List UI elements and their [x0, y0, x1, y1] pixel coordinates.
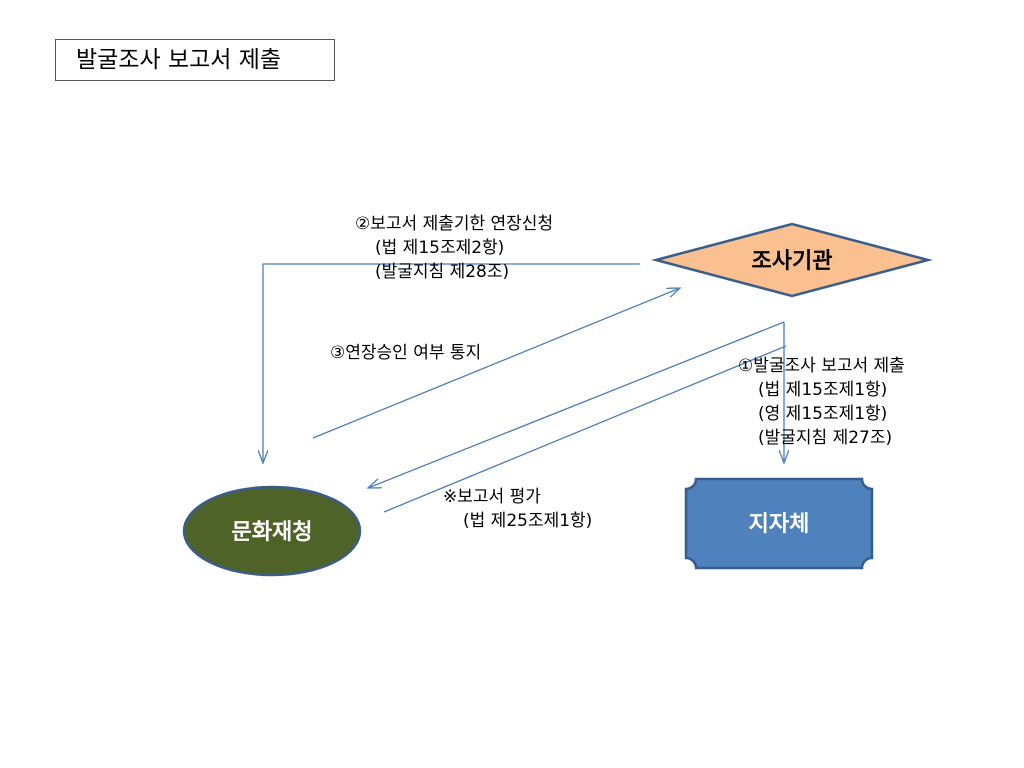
- arrow-evaluation: [383, 345, 787, 513]
- annotation-report-submission-title: ①발굴조사 보고서 제출: [738, 356, 905, 376]
- annotation-extension-request-title: ②보고서 제출기한 연장신청: [355, 214, 554, 234]
- arrow-approval-notice: [312, 288, 680, 439]
- annotation-evaluation-ref: (법 제25조제1항): [463, 511, 593, 531]
- node-cultural-heritage-admin: 문화재청: [182, 485, 362, 577]
- arrow-extension-request: [263, 263, 640, 463]
- node-local-government-label: 지자체: [749, 512, 810, 537]
- annotation-extension-request-ref: (법 제15조제2항): [375, 238, 505, 258]
- node-local-government: 지자체: [684, 477, 874, 570]
- annotation-report-submission-ref: (발굴지침 제27조): [758, 428, 893, 448]
- annotation-extension-request-ref: (발굴지침 제28조): [375, 262, 510, 282]
- node-cultural-heritage-admin-label: 문화재청: [232, 520, 313, 545]
- annotation-report-submission: ①발굴조사 보고서 제출 (법 제15조제1항) (영 제15조제1항) (발굴…: [738, 354, 905, 450]
- page-title: 발굴조사 보고서 제출: [55, 39, 335, 81]
- annotation-approval-notice-title: ③연장승인 여부 통지: [330, 343, 482, 363]
- annotation-evaluation-title: ※보고서 평가: [443, 487, 541, 507]
- node-investigation-agency: 조사기관: [651, 222, 933, 298]
- annotation-approval-notice: ③연장승인 여부 통지: [330, 341, 481, 365]
- node-investigation-agency-label: 조사기관: [752, 249, 833, 274]
- annotation-extension-request: ②보고서 제출기한 연장신청 (법 제15조제2항) (발굴지침 제28조): [355, 212, 553, 284]
- annotation-evaluation: ※보고서 평가 (법 제25조제1항): [443, 485, 592, 533]
- arrow-local-to-admin: [368, 321, 785, 488]
- annotation-report-submission-ref: (법 제15조제1항): [758, 380, 888, 400]
- annotation-report-submission-ref: (영 제15조제1항): [758, 404, 888, 424]
